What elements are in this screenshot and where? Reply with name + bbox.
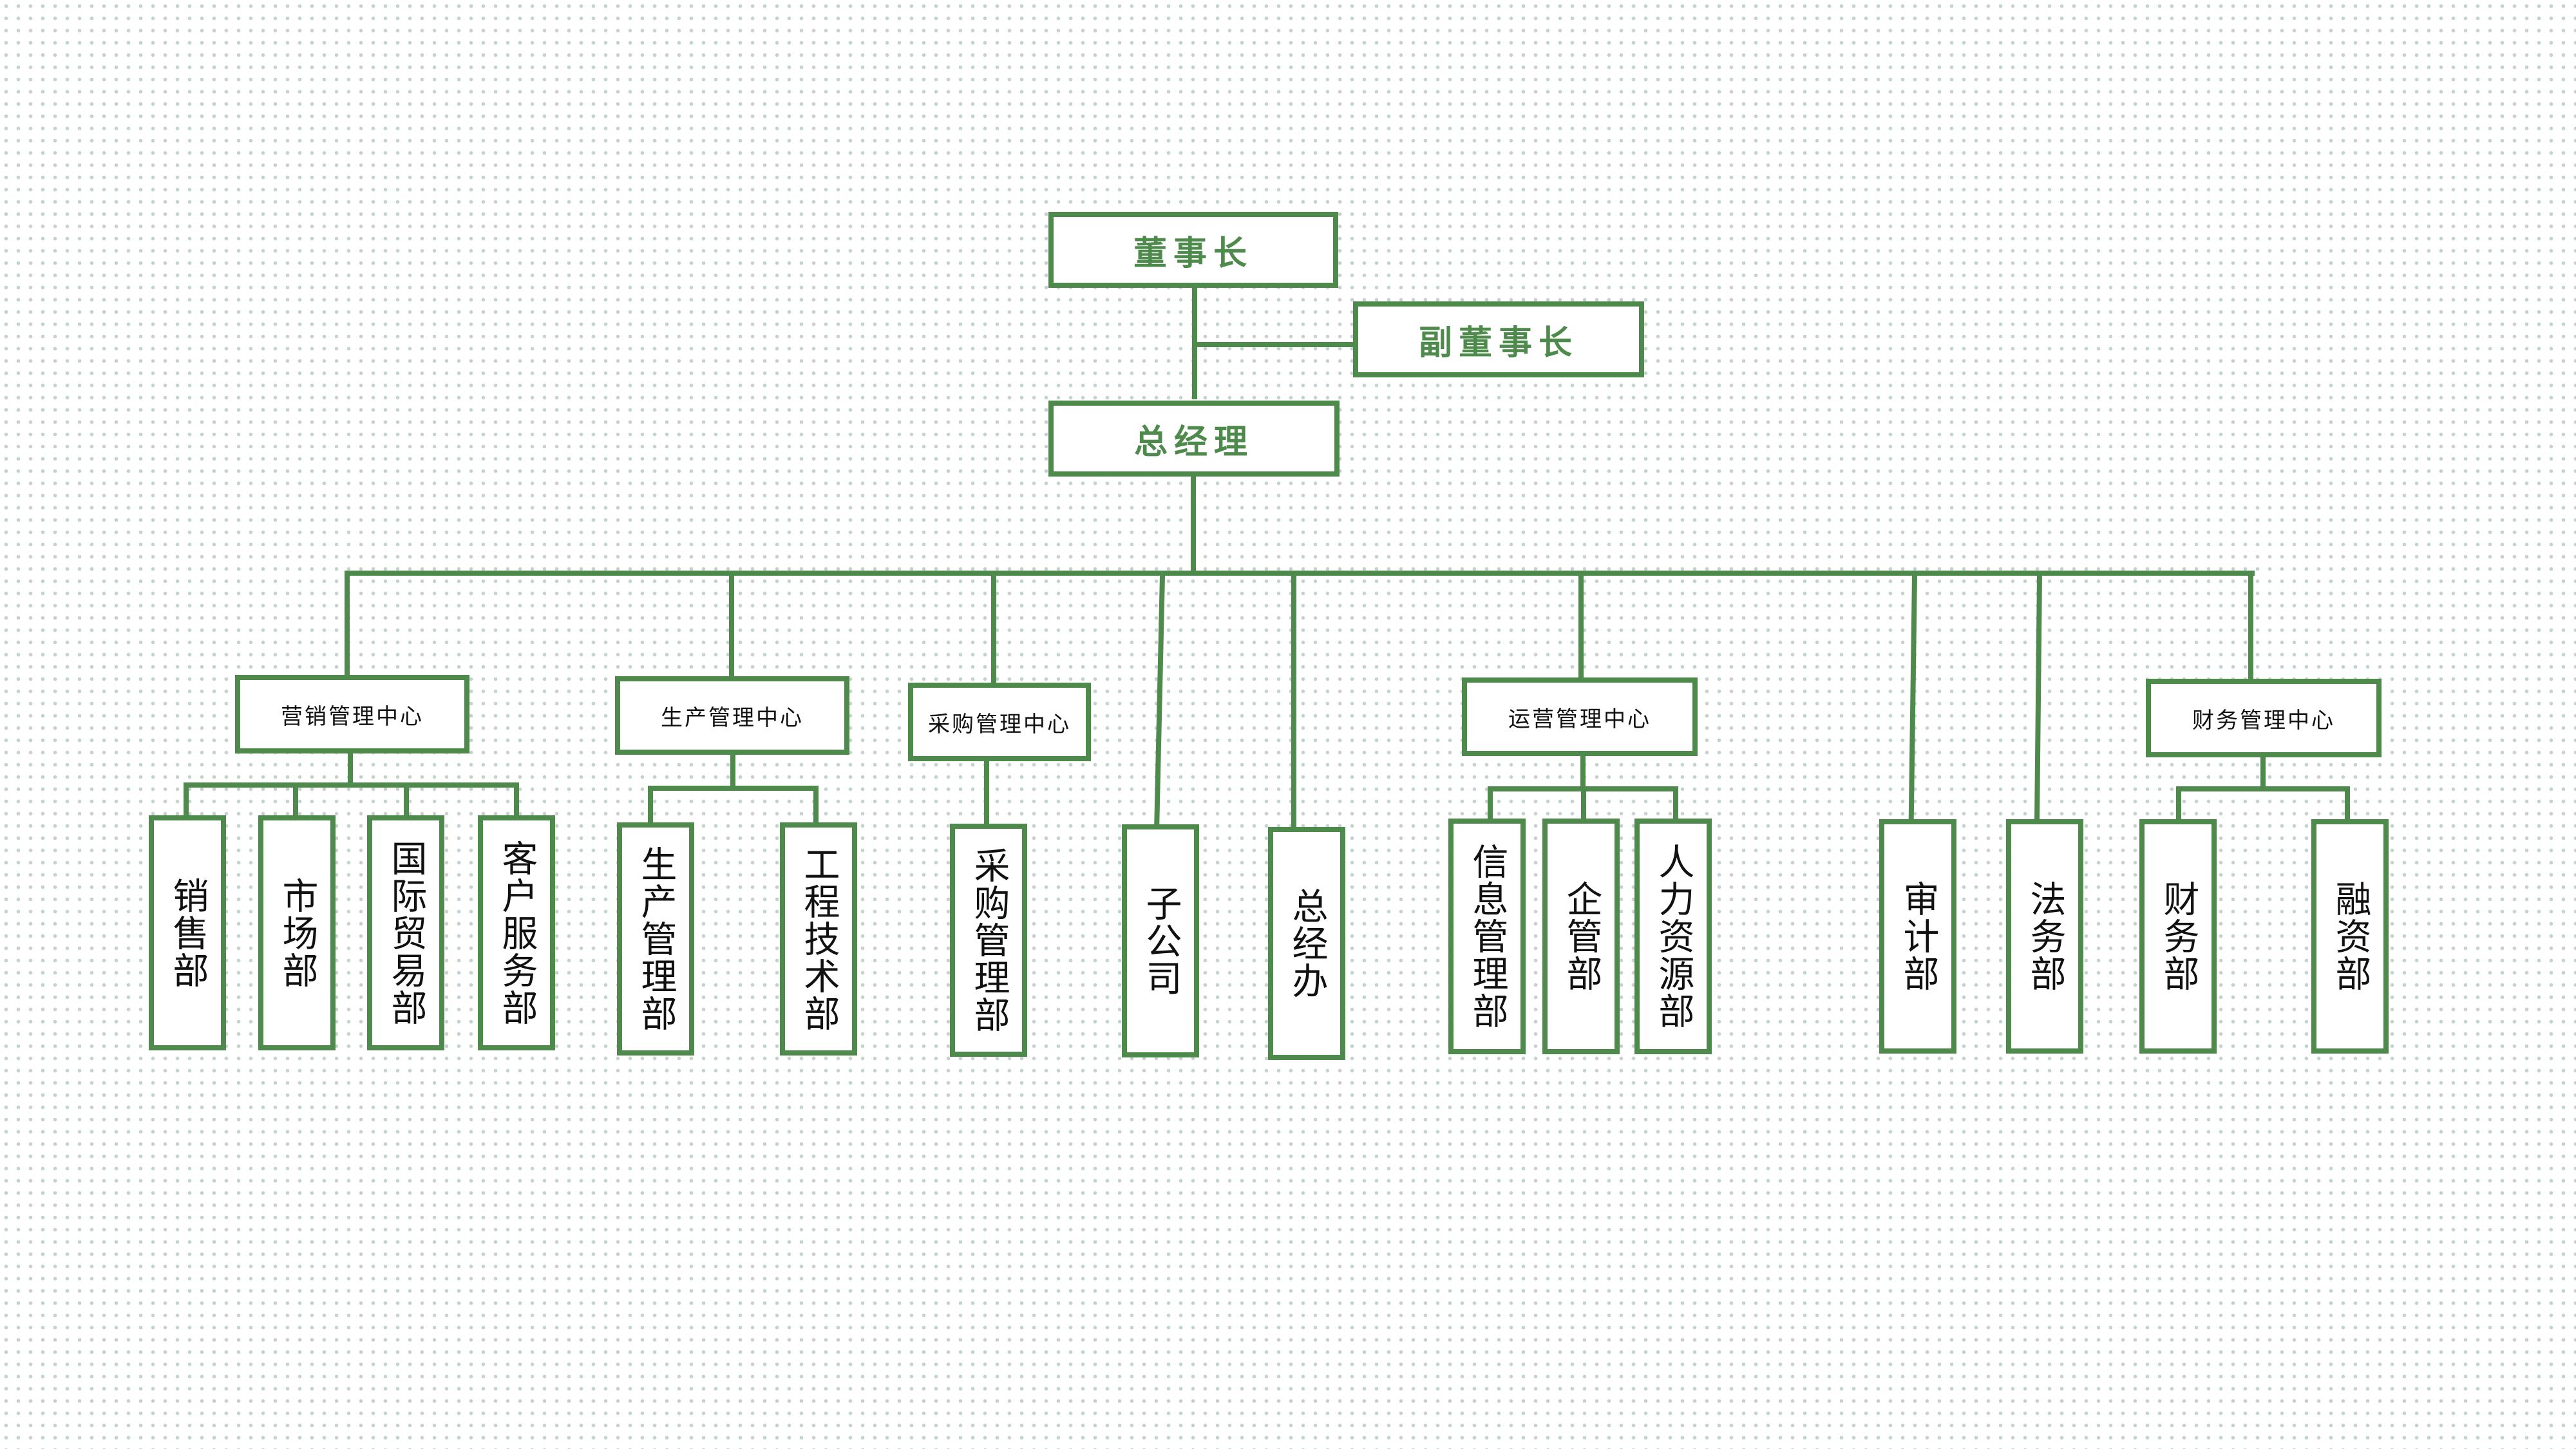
operations-center-box: 运营管理中心 [1462,677,1698,756]
connector-sales [184,782,189,818]
connector-marketing-down [348,748,353,787]
connector-operations-down [1580,752,1586,791]
connector-engineering [813,786,819,824]
connector-customer-service [514,782,519,818]
connector-bus-finance [2248,571,2253,680]
connector-market [293,782,298,818]
connector-purchasing-mgmt [984,757,989,824]
connector-bus-legal [2034,576,2042,822]
connector-bus-operations [1578,571,1584,680]
sales-dept-box: 销售部 [149,815,226,1050]
general-manager-box: 总经理 [1048,401,1340,477]
connector-bus-purchasing [991,571,996,685]
customer-service-dept-box: 客户服务部 [478,815,555,1050]
connector-marketing-bus [184,782,519,788]
production-mgmt-dept-box: 生产管理部 [617,822,694,1056]
connector-production-mgmt [648,786,653,824]
connector-financing [2345,786,2350,822]
connector-bus-gm-office [1291,571,1296,829]
connector-finance-bus [2176,786,2350,791]
connector-vice-chairman [1195,342,1358,347]
finance-center-box: 财务管理中心 [2146,679,2382,757]
marketing-center-box: 营销管理中心 [235,675,469,753]
connector-production-bus [648,786,819,791]
connector-chairman-gm [1192,283,1197,399]
vice-chairman-box: 副董事长 [1353,301,1644,377]
connector-bus-production [729,571,734,679]
connector-intl-trade [404,782,409,818]
engineering-dept-box: 工程技术部 [780,822,857,1056]
hr-dept-box: 人力资源部 [1634,819,1712,1054]
production-center-box: 生产管理中心 [615,676,849,755]
intl-trade-dept-box: 国际贸易部 [367,815,444,1050]
connector-bus-subsidiary [1154,576,1165,828]
connector-info-mgmt [1488,786,1493,822]
legal-dept-box: 法务部 [2006,819,2083,1054]
main-bus-line [345,571,2255,576]
connector-finance-dept [2176,786,2181,822]
gm-office-box: 总经办 [1268,827,1345,1060]
financing-dept-box: 融资部 [2311,819,2389,1054]
subsidiary-box: 子公司 [1122,824,1199,1057]
purchasing-center-box: 采购管理中心 [908,683,1091,761]
connector-hr [1673,786,1678,822]
connector-bus-audit [1908,576,1917,822]
info-mgmt-dept-box: 信息管理部 [1448,819,1526,1054]
connector-production-down [730,750,735,789]
connector-enterprise-mgmt [1581,786,1586,822]
enterprise-mgmt-dept-box: 企管部 [1542,819,1620,1054]
connector-gm-bus [1191,475,1196,576]
finance-dept-box: 财务部 [2139,819,2217,1054]
market-dept-box: 市场部 [258,815,336,1050]
audit-dept-box: 审计部 [1879,819,1956,1054]
connector-bus-marketing [345,571,350,677]
purchasing-mgmt-dept-box: 采购管理部 [950,824,1027,1057]
connector-finance-down [2260,753,2266,791]
chairman-box: 董事长 [1048,212,1338,288]
